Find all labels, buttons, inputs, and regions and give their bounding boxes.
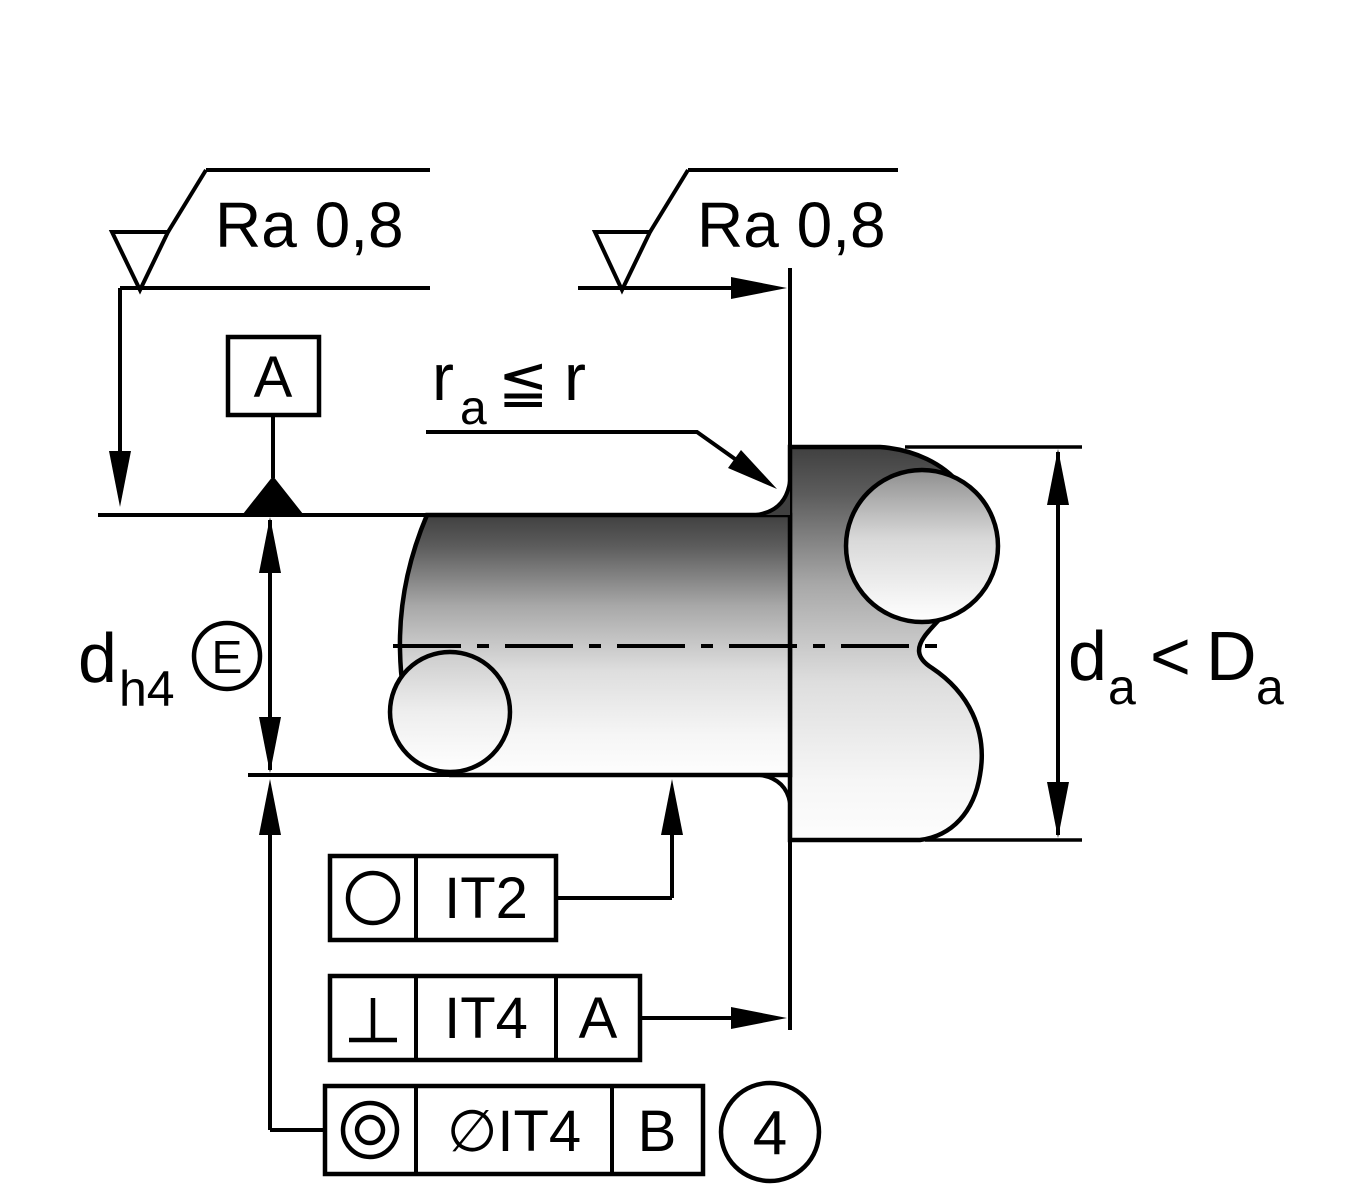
arrowhead-up-icon [259, 779, 281, 835]
shoulder-dim-operator: < [1150, 617, 1191, 695]
arrowhead-right-icon [731, 1007, 787, 1029]
callout-circle-icon [718, 1080, 822, 1184]
fillet-r-ref: r [564, 340, 586, 414]
surface-finish-callout-left: Ra 0,8 [108, 168, 430, 507]
fillet-r-sub: a [460, 382, 487, 435]
fillet-r-base: r [432, 340, 454, 414]
callout-number: 4 [753, 1099, 787, 1168]
shaft-cylinder [387, 480, 793, 804]
concentricity-tolerance-value: ∅IT4 [447, 1099, 581, 1164]
shaft-diameter-dimension: d h4 E [78, 517, 281, 773]
shoulder-cylinder [787, 444, 1001, 843]
shaft-diameter-subscript: h4 [119, 661, 175, 717]
perpendicularity-icon [349, 998, 397, 1043]
fillet-operator: ≦ [498, 348, 548, 415]
surface-roughness-label-right: Ra 0,8 [697, 189, 886, 261]
surface-finish-arm [648, 168, 690, 234]
arrowhead-up-icon [661, 779, 683, 835]
shoulder-dim-D-sub: a [1256, 659, 1284, 715]
circularity-icon [345, 870, 401, 926]
surface-roughness-label-left: Ra 0,8 [215, 189, 404, 261]
fillet-radius-bottom [759, 773, 792, 804]
tolerance-frame-circularity: IT2 [327, 779, 683, 943]
fillet-radius-top [755, 480, 792, 517]
arrowhead-right-icon [731, 277, 787, 299]
arrowhead-down-icon [109, 451, 131, 507]
tolerance-frame-concentricity: ∅IT4 B [259, 779, 706, 1177]
arrowhead-down-icon [259, 717, 281, 773]
datum-label: A [254, 345, 293, 410]
tolerance-frame-perpendicularity: IT4 A [327, 973, 787, 1063]
shoulder-dim-d-sub: a [1108, 659, 1136, 715]
datum-triangle-icon [243, 476, 303, 514]
envelope-circle-icon [191, 620, 263, 692]
datum-box [225, 334, 322, 418]
fillet-fill [756, 481, 790, 515]
datum-flag: A [225, 334, 322, 514]
shoulder-dim-d: d [1068, 617, 1107, 695]
shoulder-diameter-dimension: d a < D a [905, 445, 1284, 842]
arrowhead-down-icon [1047, 782, 1069, 838]
shaft-diameter-label: d [78, 619, 117, 697]
surface-finish-check-icon [108, 230, 172, 295]
surface-finish-check-icon [591, 230, 654, 295]
arrowhead-up-icon [1047, 449, 1069, 505]
surface-finish-callout-right: Ra 0,8 [578, 168, 898, 299]
arrowhead-up-icon [259, 517, 281, 573]
shoulder-break-curl [843, 467, 1001, 625]
fillet-radius-note: r a ≦ r [426, 340, 777, 489]
shoulder-dim-D: D [1206, 617, 1257, 695]
perpendicularity-tolerance-value: IT4 [444, 986, 528, 1051]
number-callout: 4 [718, 1080, 822, 1184]
frame-border [322, 1083, 706, 1177]
perpendicularity-datum-ref: A [579, 986, 618, 1051]
arrowhead-diagonal-icon [728, 450, 777, 489]
surface-finish-arm [166, 168, 208, 234]
envelope-label: E [212, 631, 243, 683]
concentricity-datum-ref: B [638, 1099, 677, 1164]
circularity-tolerance-value: IT2 [444, 866, 528, 931]
frame-border [327, 973, 643, 1063]
frame-border [327, 853, 559, 943]
concentricity-icon [340, 1100, 400, 1160]
shaft-break-curl [387, 649, 513, 775]
leader-line [426, 430, 737, 461]
